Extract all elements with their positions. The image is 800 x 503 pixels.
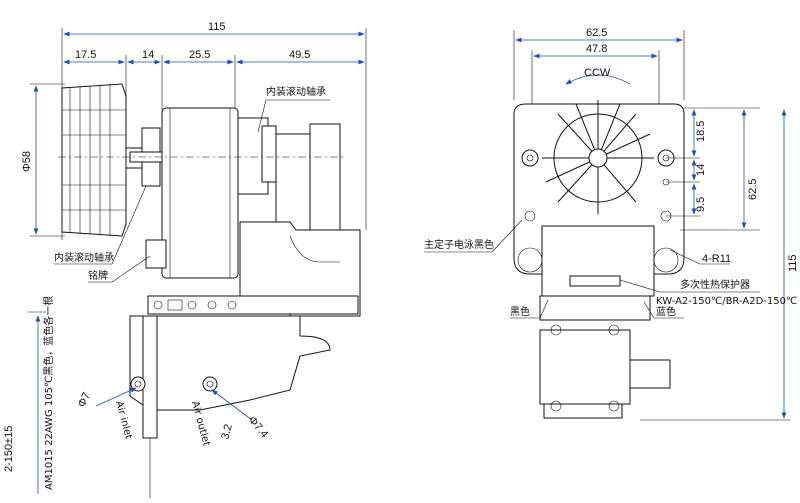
dim-lead-length: 2-150±15	[3, 426, 15, 472]
blue-wire-label: 蓝色	[656, 305, 676, 318]
protector-model-label: KW-A2-150℃/BR-A2D-150℃	[656, 296, 797, 307]
dim-hole-7: Φ7	[76, 391, 93, 410]
nameplate-label: 铭牌	[88, 269, 108, 282]
dim-radius-r11: 4-R11	[702, 253, 731, 265]
dim-width-62-5: 62.5	[586, 27, 607, 39]
bearing-bottom-label: 内装滚动轴承	[54, 251, 114, 264]
dim-62-5-vert: 62.5	[747, 179, 759, 200]
dim-14-r: 14	[695, 164, 707, 176]
dim-overall-115: 115	[208, 21, 226, 33]
air-inlet-label: Air inlet	[113, 400, 134, 440]
wire-spec-label: AM1015 22AWG 105℃黑色，蓝色各一根	[42, 296, 55, 490]
dim-14: 14	[142, 49, 154, 61]
protector-label: 多次性热保护器	[680, 278, 750, 291]
dim-9-5: 9.5	[695, 197, 707, 212]
dim-115-vert: 115	[787, 254, 799, 272]
stator-label: 主定子电泳黑色	[424, 238, 494, 251]
dim-17-5: 17.5	[75, 49, 96, 61]
fan-spokes	[542, 100, 654, 214]
dim-width-47-8: 47.8	[586, 43, 607, 55]
dim-dia-58: Φ58	[21, 151, 33, 172]
dim-gap-3-2: 3.2	[219, 423, 235, 441]
impeller-blades	[62, 85, 126, 235]
left-view: 115 17.5 14 25.5 49.5 Φ58	[3, 21, 367, 498]
rotation-ccw-label: CCW	[584, 67, 611, 79]
dim-18-5: 18.5	[695, 121, 707, 142]
black-wire-label: 黑色	[510, 305, 530, 318]
dim-49-5: 49.5	[289, 49, 310, 61]
bearing-top-label: 内装滚动轴承	[266, 85, 326, 98]
dim-hole-7-4: Φ7.4	[246, 414, 271, 440]
dim-25-5: 25.5	[189, 49, 210, 61]
right-view: 62.5 47.8 CCW	[424, 27, 799, 421]
